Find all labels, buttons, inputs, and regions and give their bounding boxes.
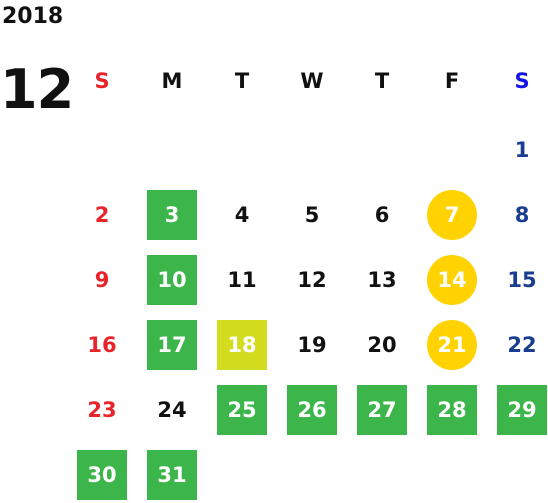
day-cell[interactable]: 25 [217, 385, 267, 435]
calendar-year: 2018 [2, 4, 64, 29]
day-cell[interactable]: 18 [217, 320, 267, 370]
day-cell[interactable]: 15 [507, 268, 537, 292]
day-cell[interactable]: 11 [227, 268, 257, 292]
day-cell[interactable]: 13 [367, 268, 397, 292]
day-cell[interactable]: 6 [374, 203, 390, 227]
day-cell[interactable]: 4 [234, 203, 250, 227]
day-cell[interactable]: 3 [147, 190, 197, 240]
day-cell[interactable]: 31 [147, 450, 197, 500]
day-cell[interactable]: 27 [357, 385, 407, 435]
day-cell[interactable]: 26 [287, 385, 337, 435]
day-cell[interactable]: 16 [87, 333, 117, 357]
weekday-header: F [444, 69, 460, 93]
day-cell[interactable]: 30 [77, 450, 127, 500]
day-cell[interactable]: 17 [147, 320, 197, 370]
day-cell[interactable]: 21 [427, 320, 477, 370]
day-cell[interactable]: 28 [427, 385, 477, 435]
weekday-header: S [94, 69, 110, 93]
day-cell[interactable]: 24 [157, 398, 187, 422]
weekday-header: W [300, 69, 324, 93]
day-cell[interactable]: 20 [367, 333, 397, 357]
weekday-header: T [234, 69, 250, 93]
day-cell[interactable]: 10 [147, 255, 197, 305]
weekday-header: T [374, 69, 390, 93]
day-cell[interactable]: 23 [87, 398, 117, 422]
day-cell[interactable]: 7 [427, 190, 477, 240]
day-cell[interactable]: 9 [94, 268, 110, 292]
day-cell[interactable]: 1 [514, 138, 530, 162]
day-cell[interactable]: 2 [94, 203, 110, 227]
day-cell[interactable]: 14 [427, 255, 477, 305]
day-cell[interactable]: 22 [507, 333, 537, 357]
day-cell[interactable]: 12 [297, 268, 327, 292]
weekday-header: M [161, 69, 183, 93]
day-cell[interactable]: 5 [304, 203, 320, 227]
calendar-month: 12 [0, 58, 74, 121]
day-cell[interactable]: 29 [497, 385, 547, 435]
day-cell[interactable]: 8 [514, 203, 530, 227]
day-cell[interactable]: 19 [297, 333, 327, 357]
weekday-header: S [514, 69, 530, 93]
